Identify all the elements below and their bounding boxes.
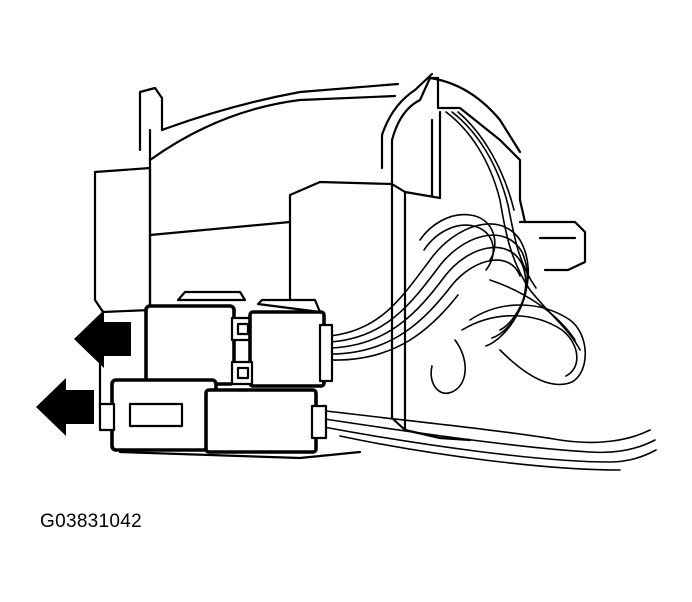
arrow-left-icon [36,378,94,436]
module-housing [93,72,587,442]
upper-connector [144,290,334,388]
wire-harness [317,111,657,471]
lower-connector [98,378,362,460]
arrow-left-icon [74,310,131,368]
figure-id-label: G03831042 [40,511,143,532]
